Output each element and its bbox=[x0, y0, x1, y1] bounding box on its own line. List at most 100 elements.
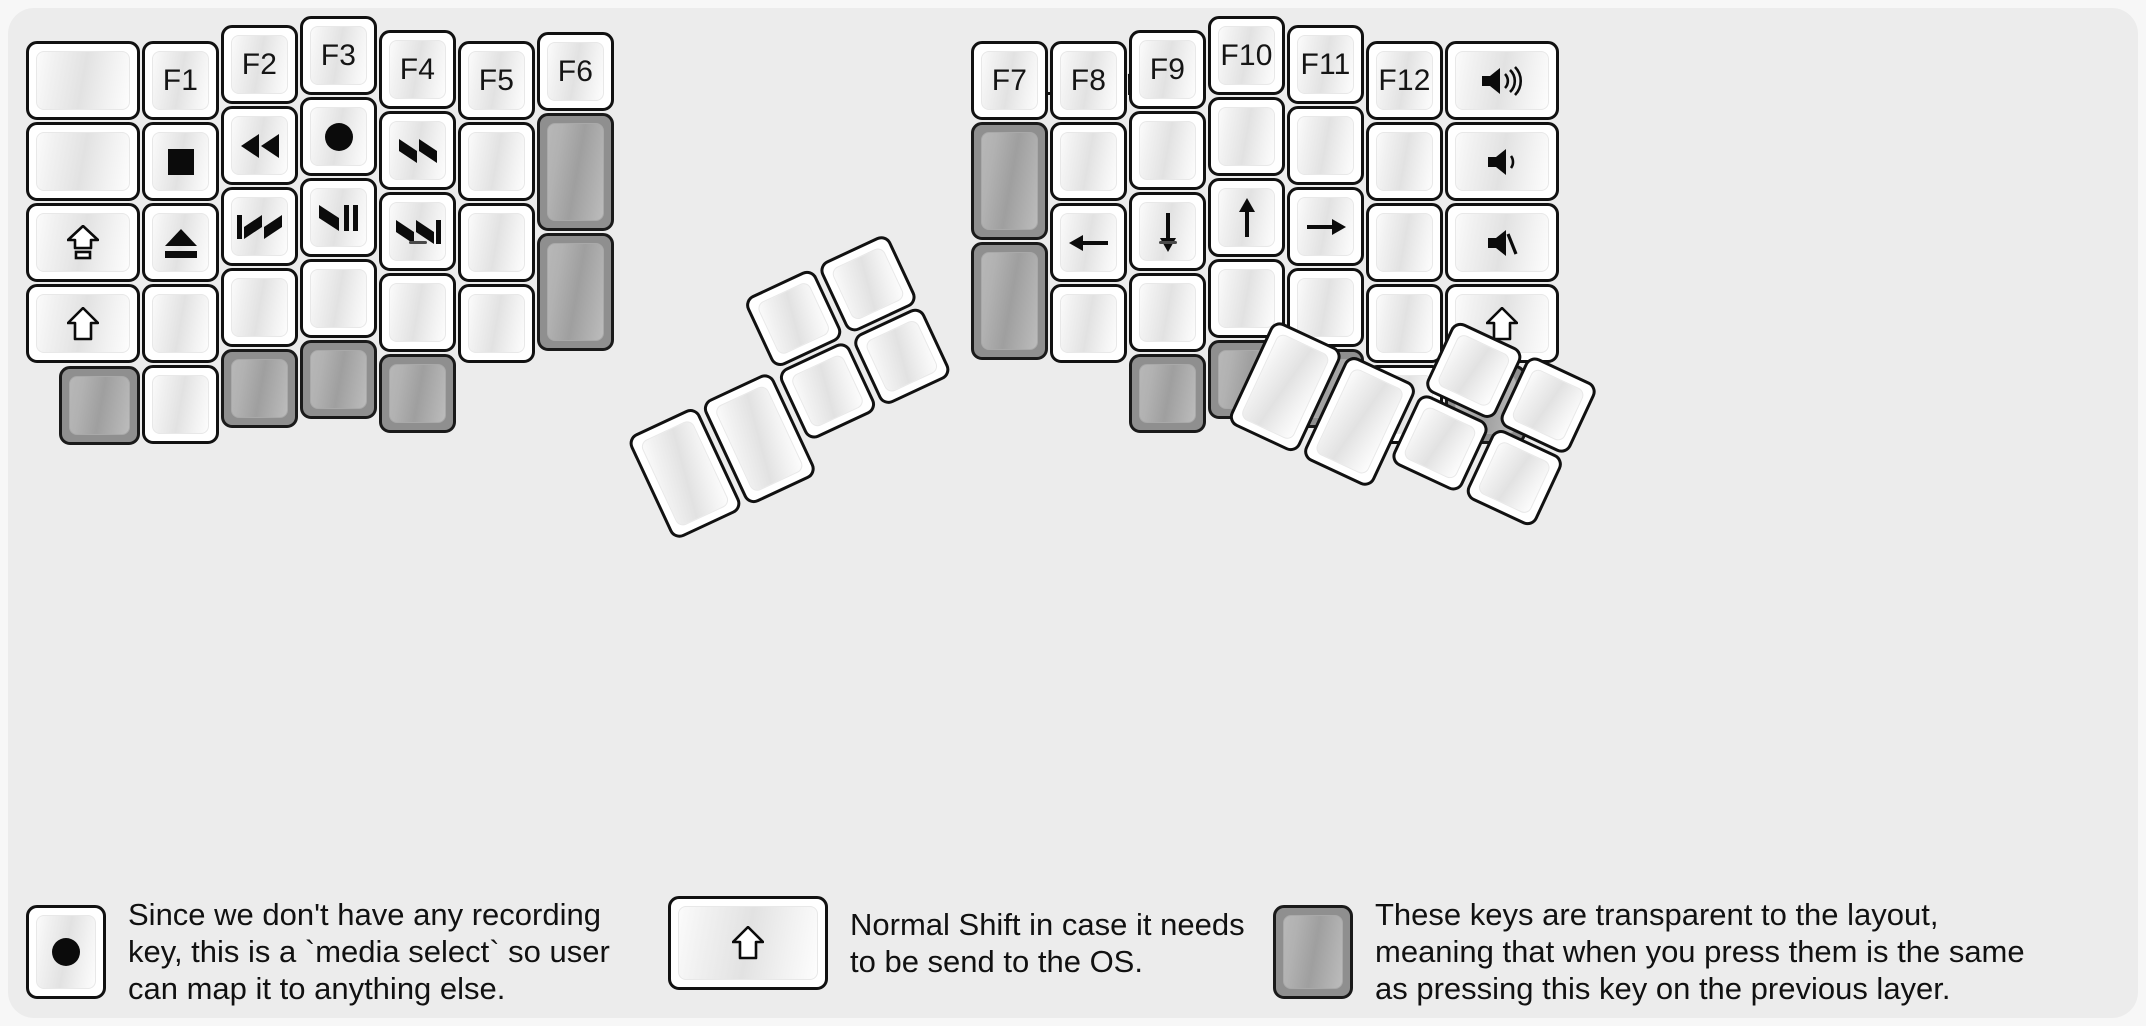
key-left-c1-r1[interactable] bbox=[26, 41, 140, 120]
key-left-c4-r2[interactable] bbox=[300, 97, 377, 176]
key-cap bbox=[231, 116, 288, 175]
key-cap bbox=[547, 243, 604, 341]
eject-icon bbox=[164, 228, 198, 258]
key-cap bbox=[310, 188, 367, 247]
key-left-c2-r2[interactable] bbox=[142, 122, 219, 201]
key-left-c4-r1[interactable]: F3 bbox=[300, 16, 377, 95]
key-cap bbox=[1060, 132, 1117, 191]
key-right-c6-r4[interactable] bbox=[1366, 284, 1443, 363]
key-left-c7-r1[interactable]: F6 bbox=[537, 32, 614, 111]
key-left-c3-r4[interactable] bbox=[221, 268, 298, 347]
key-left-c6-r1[interactable]: F5 bbox=[458, 41, 535, 120]
key-cap bbox=[36, 51, 130, 110]
legend-record-swatch bbox=[26, 904, 106, 999]
key-cap bbox=[36, 132, 130, 191]
key-cap bbox=[1060, 213, 1117, 272]
key-left-c2-r4[interactable] bbox=[142, 284, 219, 363]
key-label: F12 bbox=[1378, 63, 1431, 97]
key-left-c4-r3[interactable] bbox=[300, 178, 377, 257]
key-right-c5-r4[interactable] bbox=[1287, 268, 1364, 347]
key-cap bbox=[152, 132, 209, 191]
key-right-c3-r5[interactable] bbox=[1129, 354, 1206, 433]
shift-icon bbox=[732, 926, 764, 960]
previous-track-icon bbox=[236, 214, 283, 240]
key-right-c1-r3[interactable] bbox=[971, 242, 1048, 360]
key-right-c4-r2[interactable] bbox=[1208, 97, 1285, 176]
key-left-c5-r2[interactable] bbox=[379, 111, 456, 190]
key-cap bbox=[389, 364, 446, 423]
key-left-c5-r3[interactable] bbox=[379, 192, 456, 271]
key-right-c6-r2[interactable] bbox=[1366, 122, 1443, 201]
key-cap bbox=[1283, 914, 1343, 989]
key-right-c3-r1[interactable]: F9 bbox=[1129, 30, 1206, 109]
key-left-c3-r1[interactable]: F2 bbox=[221, 25, 298, 104]
key-right-c5-r1[interactable]: F11 bbox=[1287, 25, 1364, 104]
key-cap bbox=[1297, 197, 1354, 256]
key-underbar-marker bbox=[408, 241, 427, 244]
key-right-c3-r3[interactable] bbox=[1129, 192, 1206, 271]
key-cap bbox=[1476, 439, 1553, 516]
key-left-c2-r5[interactable] bbox=[142, 365, 219, 444]
key-cap: F7 bbox=[981, 51, 1038, 110]
key-cap bbox=[981, 132, 1038, 230]
key-cap bbox=[755, 280, 832, 357]
key-left-c1-r5[interactable] bbox=[59, 366, 140, 445]
key-left-c5-r4[interactable] bbox=[379, 273, 456, 352]
key-cap bbox=[231, 197, 288, 256]
key-cap: F3 bbox=[310, 26, 367, 85]
key-right-c7-r3[interactable] bbox=[1445, 203, 1559, 282]
volume-up-icon bbox=[1480, 65, 1524, 96]
volume-down-icon bbox=[1486, 147, 1518, 177]
key-left-c1-r2[interactable] bbox=[26, 122, 140, 201]
key-right-c1-r1[interactable]: F7 bbox=[971, 41, 1048, 120]
key-right-c3-r2[interactable] bbox=[1129, 111, 1206, 190]
key-right-c6-r1[interactable]: F12 bbox=[1366, 41, 1443, 120]
key-right-c5-r2[interactable] bbox=[1287, 106, 1364, 185]
key-left-c1-r4[interactable] bbox=[26, 284, 140, 363]
key-left-c6-r4[interactable] bbox=[458, 284, 535, 363]
key-right-c2-r3[interactable] bbox=[1050, 203, 1127, 282]
key-label: F10 bbox=[1220, 38, 1273, 72]
key-cap bbox=[1139, 121, 1196, 180]
key-left-c3-r2[interactable] bbox=[221, 106, 298, 185]
key-underbar-marker bbox=[1158, 241, 1177, 244]
key-left-c5-r1[interactable]: F4 bbox=[379, 30, 456, 109]
key-left-c1-r3[interactable] bbox=[26, 203, 140, 282]
key-right-c4-r1[interactable]: F10 bbox=[1208, 16, 1285, 95]
key-cap: F1 bbox=[152, 51, 209, 110]
key-right-c6-r3[interactable] bbox=[1366, 203, 1443, 282]
key-left-c3-r3[interactable] bbox=[221, 187, 298, 266]
key-left-c7-r2[interactable] bbox=[537, 113, 614, 231]
key-left-c6-r3[interactable] bbox=[458, 203, 535, 282]
key-left-c6-r2[interactable] bbox=[458, 122, 535, 201]
key-left-c5-r5[interactable] bbox=[379, 354, 456, 433]
key-left-c2-r1[interactable]: F1 bbox=[142, 41, 219, 120]
key-right-c2-r1[interactable]: F8 bbox=[1050, 41, 1127, 120]
key-cap bbox=[1455, 213, 1549, 272]
key-cap bbox=[152, 375, 209, 434]
key-cap bbox=[468, 132, 525, 191]
key-cap bbox=[1376, 294, 1433, 353]
key-left-c4-r5[interactable] bbox=[300, 340, 377, 419]
key-left-c7-r3[interactable] bbox=[537, 233, 614, 351]
key-cap bbox=[36, 213, 130, 272]
key-cap bbox=[1376, 213, 1433, 272]
key-cap bbox=[1455, 132, 1549, 191]
key-right-c2-r4[interactable] bbox=[1050, 284, 1127, 363]
arrow-up-icon bbox=[1235, 197, 1259, 238]
key-cap bbox=[1455, 51, 1549, 110]
key-left-c2-r3[interactable] bbox=[142, 203, 219, 282]
key-left-c4-r4[interactable] bbox=[300, 259, 377, 338]
key-right-c7-r2[interactable] bbox=[1445, 122, 1559, 201]
key-cap: F4 bbox=[389, 40, 446, 99]
key-right-c5-r3[interactable] bbox=[1287, 187, 1364, 266]
key-right-c3-r4[interactable] bbox=[1129, 273, 1206, 352]
legend-transparent-swatch bbox=[1273, 904, 1353, 999]
key-right-c4-r3[interactable] bbox=[1208, 178, 1285, 257]
key-left-c3-r5[interactable] bbox=[221, 349, 298, 428]
key-cap bbox=[1218, 188, 1275, 247]
key-right-c7-r1[interactable] bbox=[1445, 41, 1559, 120]
key-right-c1-r2[interactable] bbox=[971, 122, 1048, 240]
key-cap bbox=[310, 350, 367, 409]
key-right-c2-r2[interactable] bbox=[1050, 122, 1127, 201]
